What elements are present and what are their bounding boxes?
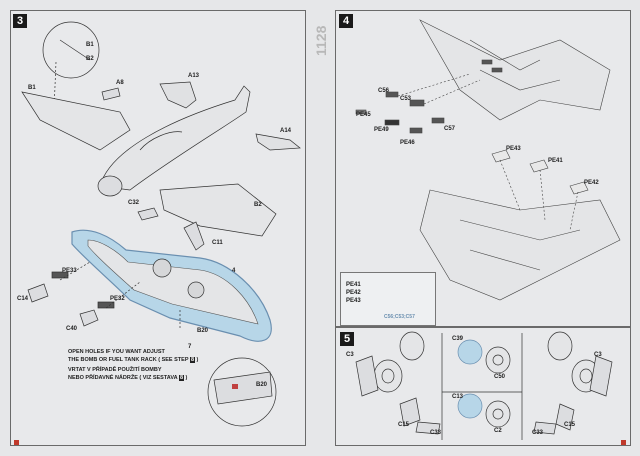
part-b20-label: B20: [197, 328, 209, 334]
part-b1-top-label: B1: [86, 42, 94, 48]
part-b20-inset-label: B20: [256, 382, 268, 388]
part-pe49-label: PE49: [374, 127, 389, 133]
fuselage-part: [99, 85, 251, 191]
part-c15-right-label: C15: [564, 422, 576, 428]
part-c33-right-label: C33: [532, 430, 544, 436]
note-cz-line1: VRTAT V PŘÍPADĚ POUŽITÍ BOMBY: [68, 367, 162, 373]
part-c50-label: C50: [494, 374, 506, 380]
part-b2-top-label: B2: [86, 56, 94, 62]
callout-7-label: 7: [188, 344, 192, 350]
step-5-number: 5: [340, 332, 354, 346]
detail-callout-circle: [42, 21, 100, 79]
inset-parts-label: C56;C53;C57: [384, 314, 415, 320]
part-c11-label: C11: [212, 240, 223, 246]
part-b2-label: B2: [254, 202, 262, 208]
part-pe42-label: PE42: [584, 180, 599, 186]
callout-4-label: 4: [232, 268, 236, 274]
part-c32-label: C32: [128, 200, 140, 206]
part-pe46-label: PE46: [400, 140, 415, 146]
part-pe45-label: PE45: [356, 112, 371, 118]
step-4-inset-box: [340, 272, 436, 326]
part-b1-label: B1: [28, 85, 36, 91]
note-en-line2: THE BOMB OR FUEL TANK RACK ( SEE STEP 8 …: [68, 357, 199, 363]
part-c2-label: C2: [494, 428, 502, 434]
page-mark-left: [14, 440, 19, 445]
part-c57-label: C57: [444, 126, 456, 132]
inset-pe43-label: PE43: [346, 298, 361, 304]
right-wing-part: [159, 183, 277, 237]
part-c13-label: C13: [452, 394, 464, 400]
part-c56-label: C56: [378, 88, 390, 94]
part-c3-left-label: C3: [346, 352, 354, 358]
part-c15-left-label: C15: [398, 422, 410, 428]
part-c40-label: C40: [66, 326, 78, 332]
part-pe32-label: PE32: [110, 296, 125, 302]
part-pe41-label: PE41: [548, 158, 563, 164]
page-mark-right: [621, 440, 626, 445]
inset-pe42-label: PE42: [346, 290, 361, 296]
part-pe33-label: PE33: [62, 268, 77, 274]
part-c14-label: C14: [17, 296, 29, 302]
step-4-number: 4: [339, 14, 353, 28]
step-3-number: 3: [13, 14, 27, 28]
part-c39-label: C39: [452, 336, 464, 342]
part-a13-label: A13: [188, 73, 200, 79]
part-c53-label: C53: [400, 96, 412, 102]
note-en-line1: OPEN HOLES IF YOU WANT ADJUST: [68, 349, 165, 355]
inset-pe41-label: PE41: [346, 282, 361, 288]
part-a14-label: A14: [280, 128, 292, 134]
part-a8-label: A8: [116, 80, 124, 86]
part-c3-right-label: C3: [594, 352, 602, 358]
left-wing-part: [21, 91, 131, 151]
part-pe43-label: PE43: [506, 146, 521, 152]
note-cz-line2: NEBO PŘÍDAVNÉ NÁDRŽE ( VIZ SESTAVA 8 ): [68, 375, 188, 381]
part-c33-left-label: C33: [430, 430, 442, 436]
